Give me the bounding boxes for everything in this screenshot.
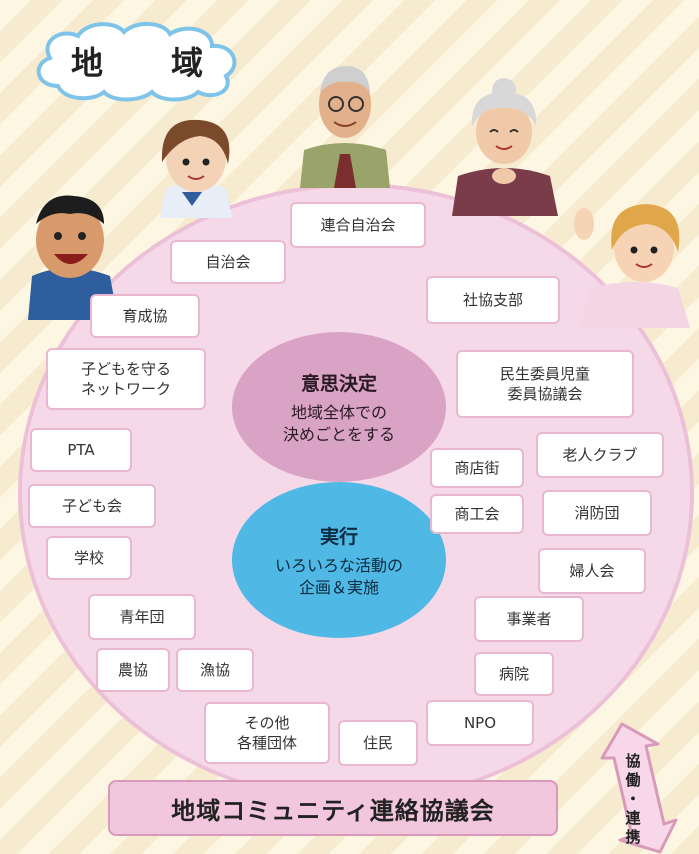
org-box-sonota-dantai: その他 各種団体 — [204, 702, 330, 764]
org-box-ikuseikyo: 育成協 — [90, 294, 200, 338]
org-box-byoin: 病院 — [474, 652, 554, 696]
execution-title: 実行 — [319, 525, 358, 548]
region-cloud: 地 域 — [28, 20, 246, 102]
org-box-pta: PTA — [30, 428, 132, 472]
person-girl-icon — [160, 119, 232, 218]
org-box-fujinkai: 婦人会 — [538, 548, 646, 594]
decision-title: 意思決定 — [300, 372, 377, 395]
org-box-jigyosha: 事業者 — [474, 596, 584, 642]
org-box-jichikai: 自治会 — [170, 240, 286, 284]
org-box-rengo-jichikai: 連合自治会 — [290, 202, 426, 248]
org-box-npo: NPO — [426, 700, 534, 746]
org-box-shotengai: 商店街 — [430, 448, 524, 488]
org-box-kodomokai: 子ども会 — [28, 484, 156, 528]
org-box-jumin: 住民 — [338, 720, 418, 766]
cloud-icon — [36, 22, 237, 102]
org-box-shobodan: 消防団 — [542, 490, 652, 536]
double-arrow-icon — [600, 722, 678, 854]
execution-description: いろいろな活動の 企画＆実施 — [274, 555, 403, 597]
execution-circle: 実行 いろいろな活動の 企画＆実施 — [232, 482, 446, 638]
org-box-gakko: 学校 — [46, 536, 132, 580]
person-elder-woman-icon — [452, 78, 558, 216]
org-box-gyokyo: 漁協 — [176, 648, 254, 692]
org-box-shokokai: 商工会 — [430, 494, 524, 534]
person-elder-man-icon — [300, 66, 390, 188]
decision-description: 地域全体での 決めごとをする — [282, 402, 395, 444]
org-box-shakyo-shibu: 社協支部 — [426, 276, 560, 324]
decision-making-circle: 意思決定 地域全体での 決めごとをする — [232, 332, 446, 482]
collaboration-label: 協 働 ・ 連 携 — [625, 752, 641, 846]
region-title: 地 域 — [70, 44, 221, 82]
org-box-nokyo: 農協 — [96, 648, 170, 692]
org-box-minsei-iin: 民生委員児童 委員協議会 — [456, 350, 634, 418]
org-box-rojin-club: 老人クラブ — [536, 432, 664, 478]
org-box-kodomo-network: 子どもを守る ネットワーク — [46, 348, 206, 410]
council-banner: 地域コミュニティ連絡協議会 — [108, 780, 558, 836]
org-box-seinendan: 青年団 — [88, 594, 196, 640]
person-woman-icon — [574, 204, 690, 328]
